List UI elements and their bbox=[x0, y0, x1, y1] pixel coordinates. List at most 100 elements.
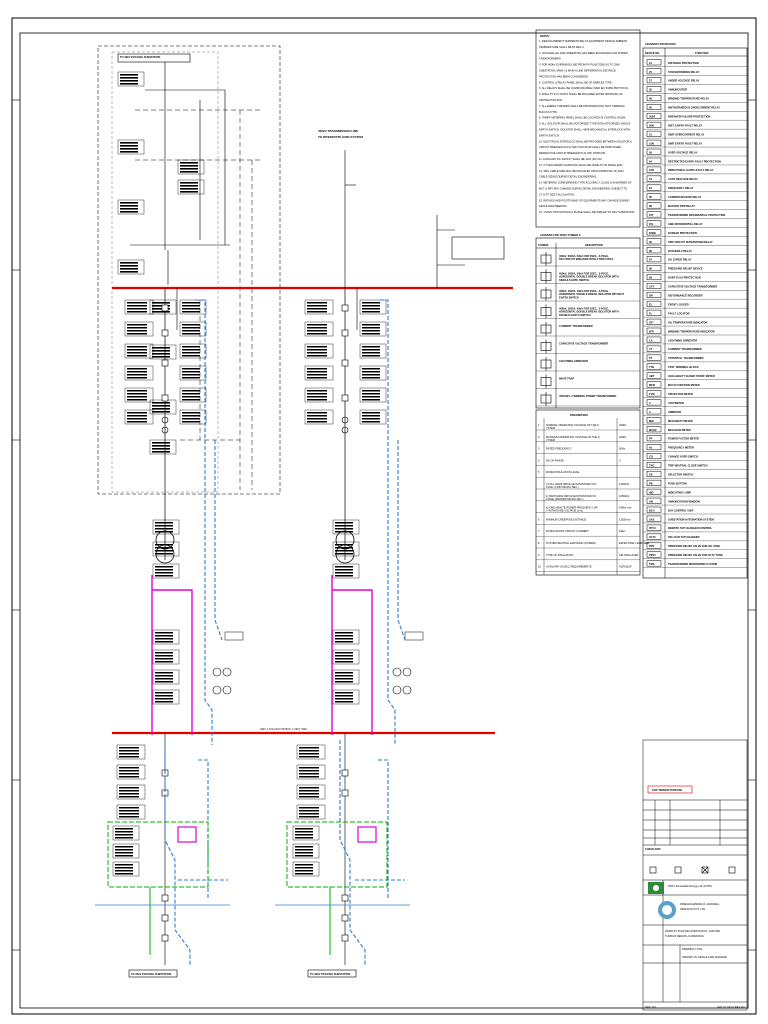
consultant-name-2: INFRACON PVT. LTD. bbox=[680, 907, 706, 911]
device-number: 25 bbox=[649, 70, 652, 74]
device-function: ANNUNCIATION WINDOW bbox=[668, 499, 700, 503]
device-function: RESTRICTED EARTH FAULT PROTECTION bbox=[668, 159, 721, 163]
device-symbol-icon bbox=[646, 121, 662, 128]
device-number: 87L bbox=[649, 222, 654, 226]
note-line: PROTECTION DLD. bbox=[539, 98, 563, 102]
device-symbol-icon bbox=[646, 453, 662, 460]
sld-legend-row: 400kV, 1600A, 40kA FOR 3SEC., 3-POLE,HOR… bbox=[559, 289, 624, 299]
param-value: 415V/110V bbox=[619, 565, 632, 569]
device-number: 79 bbox=[649, 177, 652, 181]
device-function: DISTANCE PROTECTION bbox=[668, 61, 699, 65]
device-number: 50BF bbox=[649, 115, 656, 119]
sld-legend-rows: 400kV, 3000A, 63kA FOR 3SEC., 3-POLE,SF6… bbox=[536, 252, 640, 407]
device-symbol-icon bbox=[646, 444, 662, 451]
device-legend bbox=[642, 47, 748, 579]
param-value: 50Hz bbox=[619, 447, 626, 451]
device-number: AN bbox=[649, 499, 653, 503]
param-description: RATED FREQUENCY bbox=[546, 447, 572, 451]
device-legend-title: LEGENDS FOR DEVICES bbox=[645, 42, 676, 46]
param-value: 1425kVp bbox=[619, 482, 630, 486]
param-description: SYSTEM NEUTRAL EARTHING (POWER) bbox=[546, 541, 596, 545]
device-function: TRANSFORMER DIFFERENTIAL PROTECTION bbox=[668, 213, 725, 217]
note-line: PROTECTION HAS BEEN CONSIDERED. bbox=[539, 74, 589, 78]
device-symbol-icon bbox=[646, 157, 662, 164]
drawing-title: 400/33kV HV SINGLE LINE DIAGRAM bbox=[682, 955, 727, 959]
outgoing-feeder-2-label: TO 33kV POOLING SUBSTATION bbox=[310, 972, 350, 976]
sld-symbol-icon bbox=[540, 252, 552, 266]
device-symbol-icon bbox=[646, 68, 662, 75]
note-line: EARTH SWITCH. bbox=[539, 133, 560, 137]
upstream-equipment-blocks bbox=[117, 71, 205, 455]
device-symbol-icon bbox=[646, 327, 662, 334]
outgoing-feeder-labels bbox=[128, 969, 357, 978]
device-symbol-icon bbox=[646, 184, 662, 191]
sld-symbol-icon bbox=[540, 339, 552, 354]
relay-block bbox=[149, 439, 177, 455]
device-number: PT bbox=[649, 356, 653, 360]
param-value: 13020mm bbox=[619, 517, 631, 521]
device-function: MASTER TRIP RELAY bbox=[668, 204, 695, 208]
device-symbol-icon bbox=[646, 363, 662, 370]
project-name: 33/400 KV POOLING SUBSTATION - 1400 MW bbox=[665, 929, 721, 933]
device-number: 59 bbox=[649, 150, 652, 154]
device-function: MULTI FUNCTION METER bbox=[668, 383, 700, 387]
device-symbol-icon bbox=[646, 372, 662, 379]
device-symbol-icon bbox=[646, 148, 662, 155]
device-number: 87BB bbox=[649, 231, 656, 235]
device-number: TVM bbox=[649, 392, 654, 396]
note-line: CABLE SIZING DURING DETAIL ENGINEERING. bbox=[539, 175, 597, 179]
outgoing-feeder-1-label: TO 33kV POOLING SUBSTATION bbox=[131, 972, 171, 976]
incoming-line-label-2: TO INTERSTATE GRID SYSTEM bbox=[318, 135, 363, 139]
device-number: LA bbox=[649, 338, 653, 342]
device-number: WTI bbox=[649, 329, 654, 333]
device-function: CURRENT TRANSFORMER bbox=[668, 347, 702, 351]
green-panel-boundaries bbox=[107, 821, 388, 888]
device-number: FL bbox=[649, 311, 653, 315]
device-function: CAPACITIVE VOLTAGE TRANSFORMER bbox=[668, 285, 717, 289]
device-symbol-icon bbox=[646, 381, 662, 388]
note-line: 12. CT SECONDARY EARTHING SHALL BE DONE … bbox=[539, 163, 623, 167]
device-symbol-icon bbox=[646, 470, 662, 477]
note-line: 16. 1 MAIN TRIP RATINGS & PHASE SHALL BE… bbox=[539, 210, 635, 214]
device-symbol-icon bbox=[646, 193, 662, 200]
device-symbol-icon bbox=[646, 488, 662, 495]
device-number: 85 bbox=[649, 195, 652, 199]
device-function: BUCHHOLZ RELAY bbox=[668, 249, 692, 253]
existing-substation-boundary bbox=[97, 45, 281, 495]
sld-legend-row: WAVE TRAP bbox=[559, 377, 574, 381]
param-no: 5 bbox=[538, 470, 540, 474]
note-line: 14. METERING CORE/WINDING TYPE ACCURACY … bbox=[539, 181, 632, 185]
sld-legend-row: CURRENT TRANSFORMER bbox=[559, 324, 593, 328]
parameters-title: PARAMETERS bbox=[570, 413, 588, 417]
device-symbol-icon bbox=[646, 506, 662, 513]
note-line: TRANSFORMERS. bbox=[539, 57, 562, 61]
check-box-heading: CHECK BOX bbox=[645, 847, 661, 851]
device-symbol-icon bbox=[646, 95, 662, 102]
relay-block bbox=[117, 199, 145, 215]
device-symbol-icon bbox=[646, 211, 662, 218]
device-function: POWER FACTOR METER bbox=[668, 437, 699, 441]
device-symbol-icon bbox=[646, 283, 662, 289]
device-function: TRIP NEUTRAL CLOSE SWITCH bbox=[668, 464, 708, 468]
param-value: 630kV rms bbox=[619, 506, 632, 510]
device-symbol-icon bbox=[646, 229, 662, 236]
param-value: 1050kVp bbox=[619, 494, 630, 498]
device-number: 67N bbox=[649, 168, 654, 172]
device-function: AUTO RECLOSE RELAY bbox=[668, 177, 698, 181]
device-symbol-icon bbox=[646, 318, 662, 325]
device-number: A bbox=[649, 410, 651, 414]
note-line: 8. TARIFF METERING PANEL SHALL BE LOCATE… bbox=[539, 116, 626, 120]
top-incomer-label-box bbox=[117, 53, 191, 63]
device-function: FREQUENCY RELAY bbox=[668, 186, 694, 190]
device-number: TTB bbox=[649, 365, 654, 369]
device-symbol-icon bbox=[646, 309, 662, 316]
device-symbol-icon bbox=[646, 390, 662, 397]
device-symbol-icon bbox=[646, 300, 662, 307]
consultant-logo bbox=[658, 901, 676, 919]
device-symbol-icon bbox=[646, 524, 662, 531]
device-function: OIL TEMPERATURE INDICATOR bbox=[668, 320, 708, 324]
